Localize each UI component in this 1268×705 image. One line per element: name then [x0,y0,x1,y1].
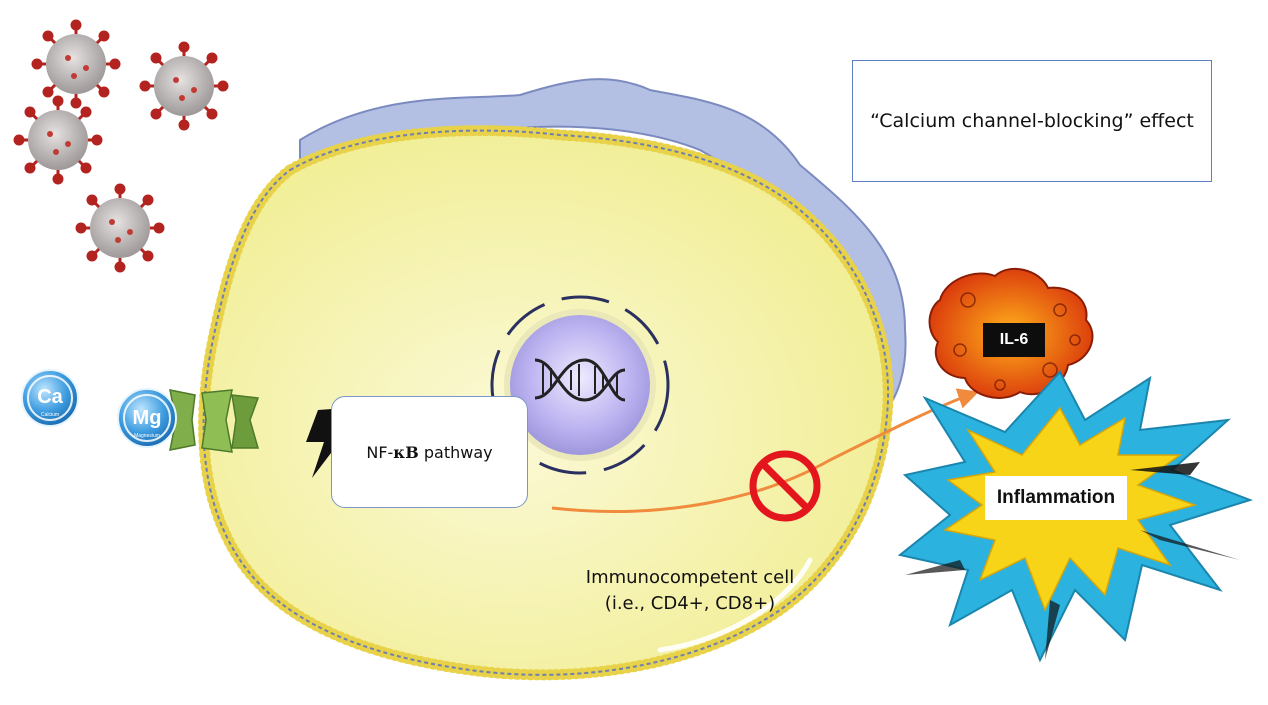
nfkb-suffix: pathway [418,442,493,462]
cell-back-shell [299,78,907,443]
il6-label: IL-6 [983,323,1045,357]
cell-label-line1: Immunocompetent cell [585,567,795,588]
nfkb-prefix: NF- [366,442,394,462]
lightning-icon [306,408,350,478]
virus-icon [139,41,229,131]
prohibition-icon [749,450,821,522]
calcium-channel-effect-label: “Calcium channel-blocking” effect [870,110,1194,132]
nfkb-pathway-box: NF-κB pathway [331,396,528,508]
magnesium-name: Magnesium [134,433,160,439]
nfkb-pathway-label: NF-κB pathway [366,443,492,462]
calcium-ion-icon: Ca Calcium [21,369,79,427]
nfkb-kappa-b: κB [393,442,419,462]
virus-icon [75,183,165,273]
cell-label-line2: (i.e., CD4+, CD8+) [604,593,776,614]
inflammation-label: Inflammation [985,476,1127,520]
calcium-symbol: Ca [37,386,63,408]
dna-icon [534,358,626,402]
cell-highlight [657,557,813,653]
ion-channel-icon [169,389,260,453]
magnesium-symbol: Mg [133,407,162,429]
virus-icon [31,19,121,109]
calcium-channel-effect-box: “Calcium channel-blocking” effect [852,60,1212,182]
magnesium-ion-icon: Mg Magnesium [117,388,177,448]
cell-label: Immunocompetent cell (i.e., CD4+, CD8+) [545,565,835,617]
virus-icon [13,95,103,185]
calcium-name: Calcium [41,412,59,418]
